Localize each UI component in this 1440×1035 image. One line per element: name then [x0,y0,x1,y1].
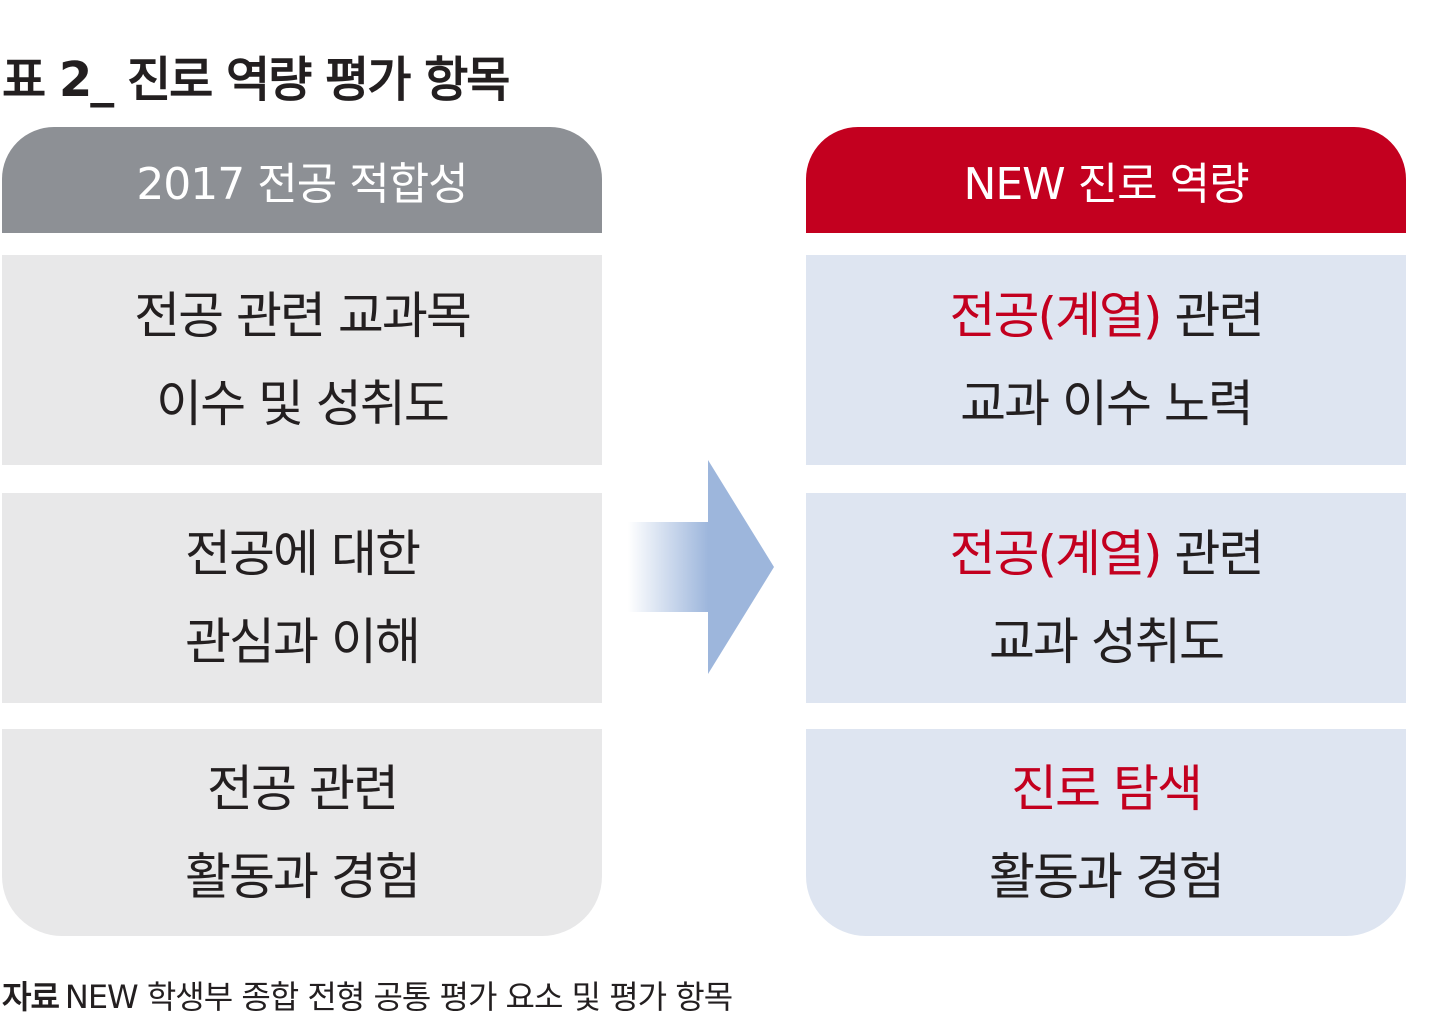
right-arrow-icon [628,460,774,674]
source-text: NEW 학생부 종합 전형 공통 평가 요소 및 평가 항목 [64,978,733,1016]
right-box-3: 진로 탐색 활동과 경험 [806,729,1406,936]
right-box-1: 전공(계열) 관련 교과 이수 노력 [806,255,1406,465]
left-box-1: 전공 관련 교과목 이수 및 성취도 [2,255,602,465]
left-column-header: 2017 전공 적합성 [2,127,602,233]
right-box-2-line-2: 교과 성취도 [989,613,1225,671]
right-box-3-line-1: 진로 탐색 [1011,745,1203,833]
left-box-1-line-2: 이수 및 성취도 [156,375,450,433]
right-box-1-highlight: 전공(계열) [949,287,1163,345]
right-box-1-line-1-rest: 관련 [1160,287,1264,345]
right-box-1-line-2: 교과 이수 노력 [960,375,1254,433]
right-box-3-highlight: 진로 탐색 [1011,759,1203,818]
left-box-1-line-1: 전공 관련 교과목 [134,287,472,345]
right-column-header: NEW 진로 역량 [806,127,1406,233]
source-label: 자료 [2,978,60,1016]
left-box-2-line-2: 관심과 이해 [185,613,421,671]
left-box-3-line-1: 전공 관련 [207,759,399,818]
page-title: 표 2_ 진로 역량 평가 항목 [2,52,510,108]
right-box-2-line-1: 전공(계열) 관련 [949,510,1265,598]
left-box-3-line-2: 활동과 경험 [185,847,421,906]
left-box-3: 전공 관련 활동과 경험 [2,729,602,936]
right-box-2-line-1-rest: 관련 [1160,525,1264,583]
right-box-1-line-1: 전공(계열) 관련 [949,272,1265,360]
right-box-2-highlight: 전공(계열) [949,525,1163,583]
right-box-2: 전공(계열) 관련 교과 성취도 [806,493,1406,703]
right-box-3-line-2: 활동과 경험 [989,847,1225,906]
left-box-2: 전공에 대한 관심과 이해 [2,493,602,703]
left-box-2-line-1: 전공에 대한 [185,525,421,583]
